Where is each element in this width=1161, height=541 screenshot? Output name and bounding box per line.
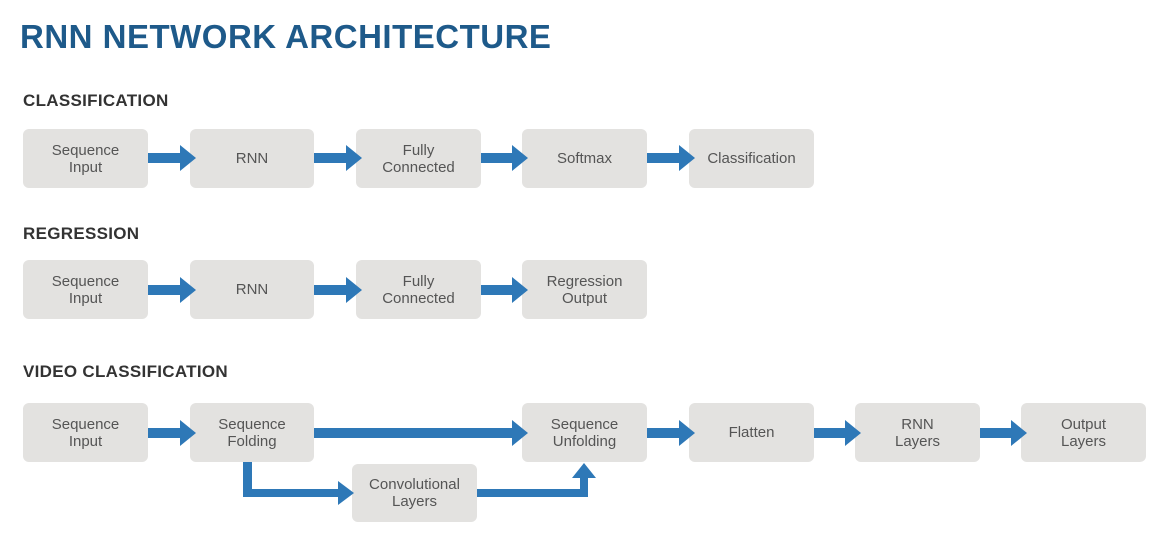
- section-label-video-classification: VIDEO CLASSIFICATION: [23, 362, 228, 381]
- node-label: RNN Layers: [894, 415, 941, 450]
- node-output-layers: Output Layers: [1021, 403, 1146, 462]
- node-label: Sequence Unfolding: [550, 415, 619, 450]
- arrow-right: [814, 420, 861, 446]
- node-label: Fully Connected: [382, 272, 455, 307]
- node-sequence-input: Sequence Input: [23, 260, 148, 319]
- arrow-right: [980, 420, 1027, 446]
- node-label: Regression Output: [546, 272, 623, 307]
- node-sequence-unfolding: Sequence Unfolding: [522, 403, 647, 462]
- node-rnn-layers: RNN Layers: [855, 403, 980, 462]
- node-label: RNN: [235, 150, 269, 167]
- arrow-elbow-right-up: [477, 463, 596, 497]
- node-label: Sequence Input: [51, 415, 120, 450]
- node-classification: Classification: [689, 129, 814, 188]
- node-label: Flatten: [728, 424, 775, 441]
- node-label: Softmax: [556, 150, 613, 167]
- arrow-right: [314, 277, 362, 303]
- arrow-right: [148, 420, 196, 446]
- section-label-regression: REGRESSION: [23, 224, 140, 243]
- node-sequence-input: Sequence Input: [23, 129, 148, 188]
- node-label: Convolutional Layers: [369, 476, 460, 510]
- node-label: Sequence Folding: [218, 415, 286, 450]
- node-label: Fully Connected: [382, 141, 455, 176]
- diagram-title: RNN NETWORK ARCHITECTURE: [20, 18, 552, 55]
- node-regression-output: Regression Output: [522, 260, 647, 319]
- section-label-classification: CLASSIFICATION: [23, 91, 169, 110]
- node-label: Output Layers: [1060, 415, 1107, 450]
- arrow-right: [314, 420, 528, 446]
- node-rnn: RNN: [190, 260, 314, 319]
- node-fully-connected: Fully Connected: [356, 129, 481, 188]
- arrow-elbow-down-right: [243, 462, 354, 505]
- node-fully-connected: Fully Connected: [356, 260, 481, 319]
- node-sequence-input: Sequence Input: [23, 403, 148, 462]
- node-softmax: Softmax: [522, 129, 647, 188]
- arrow-right: [314, 145, 362, 171]
- node-convolutional-layers: Convolutional Layers: [352, 464, 477, 522]
- arrow-right: [481, 277, 528, 303]
- arrow-right: [481, 145, 528, 171]
- node-label: Classification: [707, 150, 796, 167]
- arrow-right: [148, 277, 196, 303]
- node-label: RNN: [235, 281, 269, 298]
- arrow-right: [148, 145, 196, 171]
- node-label: Sequence Input: [51, 272, 120, 307]
- node-label: Sequence Input: [51, 141, 120, 176]
- node-sequence-folding: Sequence Folding: [190, 403, 314, 462]
- node-rnn: RNN: [190, 129, 314, 188]
- node-flatten: Flatten: [689, 403, 814, 462]
- arrow-right: [647, 145, 695, 171]
- arrow-right: [647, 420, 695, 446]
